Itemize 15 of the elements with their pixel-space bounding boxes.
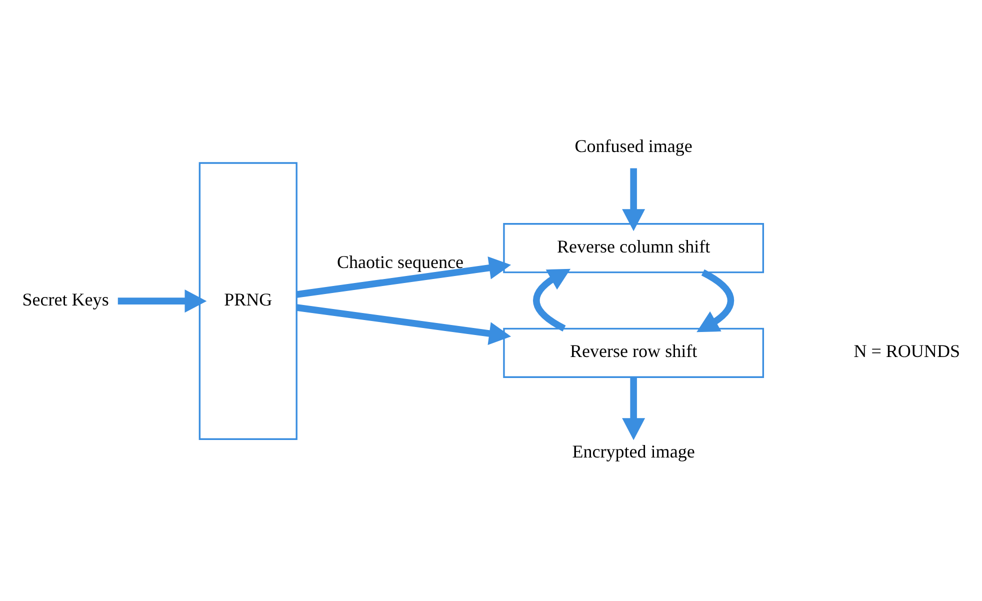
node-box: Reverse column shift <box>503 223 764 274</box>
arrow <box>622 168 646 232</box>
node-box: PRNG <box>198 162 298 440</box>
node-text: Encrypted image <box>572 441 695 462</box>
arrow <box>118 290 207 313</box>
arrow <box>296 256 512 298</box>
arrow <box>533 268 571 332</box>
arrow <box>296 304 512 345</box>
node-text: Confused image <box>574 136 692 156</box>
label: N = ROUNDS <box>854 341 960 362</box>
node-text: Secret Keys <box>22 289 109 310</box>
arrow <box>622 377 646 440</box>
edge-label: Chaotic sequence <box>336 252 464 272</box>
node-box: Reverse row shift <box>503 328 764 378</box>
arrow <box>696 269 734 332</box>
